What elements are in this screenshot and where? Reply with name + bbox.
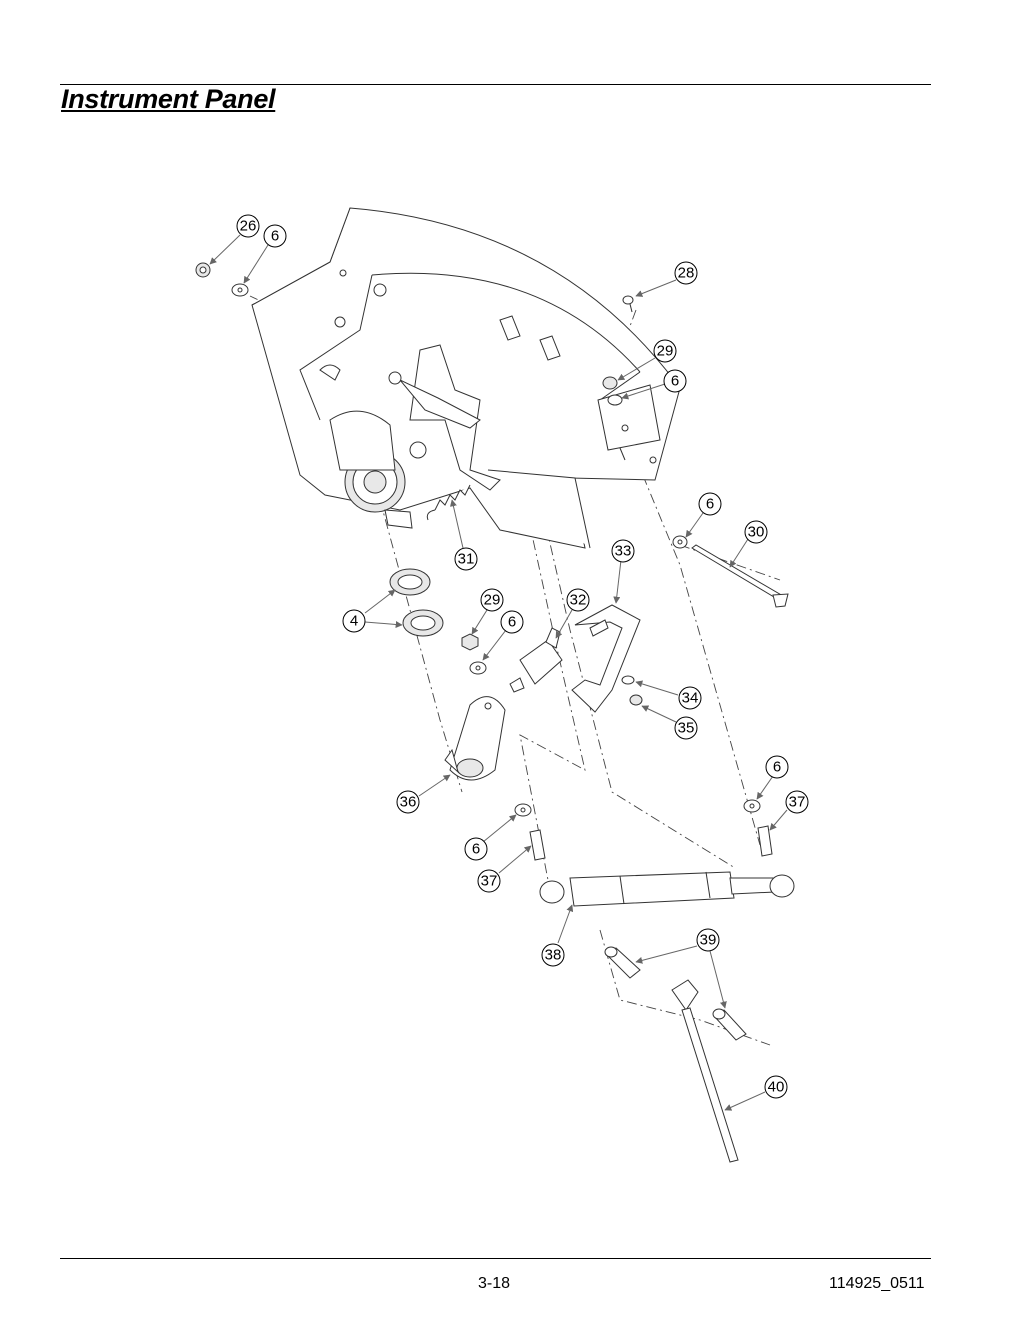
washers-part-4: [389, 568, 444, 637]
svg-text:6: 6: [706, 496, 714, 513]
nut-part-29-top: [602, 376, 623, 406]
callout-36: 36: [396, 790, 420, 814]
screw-part-28: [622, 295, 634, 313]
callout-38: 38: [541, 943, 565, 967]
callout-34: 34: [678, 686, 702, 710]
callout-40: 40: [764, 1075, 788, 1099]
washer-part-34: [621, 675, 635, 685]
callout-6-right: 6: [765, 755, 789, 779]
washer-part-6-top: [231, 283, 249, 297]
svg-text:36: 36: [400, 794, 417, 811]
svg-text:28: 28: [678, 265, 695, 282]
svg-text:6: 6: [472, 841, 480, 858]
callout-32: 32: [566, 588, 590, 612]
svg-text:6: 6: [508, 614, 516, 631]
svg-text:37: 37: [481, 873, 498, 890]
page-number: 3-18: [478, 1275, 511, 1292]
svg-text:29: 29: [657, 343, 674, 360]
stud-part-37-right: [757, 825, 773, 857]
svg-text:26: 26: [240, 218, 257, 235]
callout-29-top: 29: [653, 339, 677, 363]
svg-text:37: 37: [789, 794, 806, 811]
switch-part-32: [509, 627, 563, 693]
callout-6-left: 6: [464, 837, 488, 861]
svg-text:38: 38: [545, 947, 562, 964]
arm-part-36: [444, 696, 506, 781]
callout-4: 4: [342, 609, 366, 633]
callout-26: 26: [236, 214, 260, 238]
callout-31: 31: [454, 547, 478, 571]
gas-spring-part-38: [539, 871, 795, 907]
svg-text:40: 40: [768, 1079, 785, 1096]
footer-rule: [60, 1258, 931, 1259]
callout-6-upper-right: 6: [663, 369, 687, 393]
svg-text:6: 6: [671, 373, 679, 390]
svg-text:39: 39: [700, 932, 717, 949]
page-title: Instrument Panel: [61, 84, 276, 114]
callout-30: 30: [744, 520, 768, 544]
washer-part-6-right: [743, 799, 761, 813]
svg-text:34: 34: [682, 690, 699, 707]
spring-part-31: [426, 484, 471, 521]
callout-37-right: 37: [785, 790, 809, 814]
svg-text:29: 29: [484, 592, 501, 609]
svg-text:30: 30: [748, 524, 765, 541]
svg-text:35: 35: [678, 720, 695, 737]
svg-text:6: 6: [271, 228, 279, 245]
header-rule: [60, 84, 931, 85]
bracket-part-33: [571, 604, 641, 713]
svg-text:33: 33: [615, 543, 632, 560]
callout-6-mid: 6: [500, 610, 524, 634]
stud-part-37-left: [529, 829, 546, 861]
svg-text:32: 32: [570, 592, 587, 609]
washer-part-6-mid: [469, 661, 487, 675]
svg-text:31: 31: [458, 551, 475, 568]
nut-part-26: [195, 262, 211, 278]
svg-text:4: 4: [350, 613, 358, 630]
callout-35: 35: [674, 716, 698, 740]
nut-part-35: [629, 694, 643, 706]
bolt-part-30: [672, 535, 789, 608]
instrument-panel-housing: [251, 207, 681, 549]
spacers-part-39: [604, 946, 747, 1041]
washer-part-6-left: [514, 803, 532, 817]
callout-28: 28: [674, 261, 698, 285]
callout-29-lower: 29: [480, 588, 504, 612]
rod-part-40: [671, 979, 739, 1163]
callout-6-top: 6: [263, 224, 287, 248]
nut-part-29-lower: [461, 633, 479, 651]
callout-6-bolt: 6: [698, 492, 722, 516]
leader-lines: [209, 234, 788, 1111]
callout-39: 39: [696, 928, 720, 952]
document-id: 114925_0511: [829, 1275, 925, 1292]
callout-37-left: 37: [477, 869, 501, 893]
callout-33: 33: [611, 539, 635, 563]
svg-text:6: 6: [773, 759, 781, 776]
